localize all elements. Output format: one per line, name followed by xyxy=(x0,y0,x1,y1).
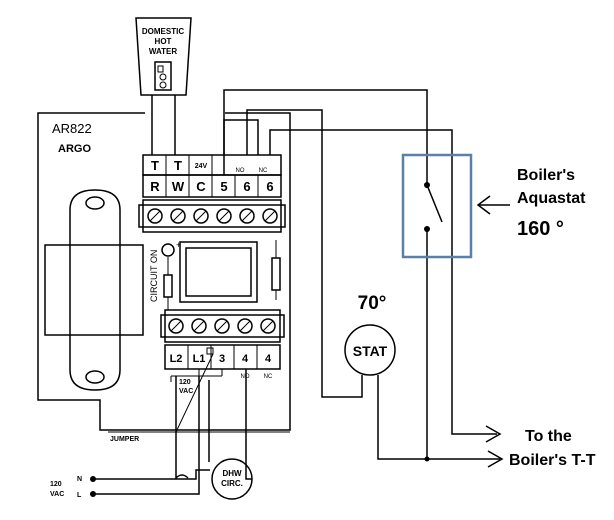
jumper-label: JUMPER xyxy=(110,436,139,443)
top-label-t2: T xyxy=(174,158,182,173)
wire-to-boiler-tt-1 xyxy=(269,129,497,435)
pump-return-wire xyxy=(245,369,252,480)
stat-temperature: 70° xyxy=(358,293,387,314)
aquastat-box xyxy=(401,153,473,259)
aquastat-label-2: Aquastat xyxy=(517,190,586,207)
transformer xyxy=(44,189,144,391)
bottom-screws xyxy=(168,318,276,334)
wire-5-loop xyxy=(223,119,259,175)
terminal-4b: 4 xyxy=(265,353,272,365)
terminal-3: 3 xyxy=(219,353,225,365)
stat-to-boiler-tt xyxy=(377,375,500,460)
l1-wire xyxy=(93,376,200,495)
aquastat-label-1: Boiler's xyxy=(517,167,575,184)
top-screws xyxy=(147,208,278,224)
supply-voltage-1: 120 xyxy=(50,481,62,488)
output-label-2: Boiler's T-T xyxy=(509,452,596,469)
jumper-bracket xyxy=(170,347,223,382)
bottom-label-nc: NC xyxy=(264,374,273,380)
junction-dot xyxy=(424,456,430,462)
top-terminal-block xyxy=(138,154,286,233)
terminal-c: C xyxy=(196,179,206,194)
resistor-right xyxy=(271,240,281,300)
aquastat-pointer-arrow xyxy=(476,195,510,215)
top-label-24v: 24V xyxy=(195,163,208,170)
l2-wire xyxy=(175,376,189,480)
relay xyxy=(179,241,258,303)
supply-n-label: N xyxy=(77,476,82,483)
circuit-on-label: CIRCUIT ON xyxy=(149,250,159,302)
bottom-terminal-block xyxy=(160,309,285,370)
aquastat-temperature: 160 ° xyxy=(517,218,564,240)
supply-voltage-2: VAC xyxy=(50,491,64,498)
terminal-4a: 4 xyxy=(242,353,249,365)
controller-voltage-1: 120 xyxy=(179,379,191,386)
indicator-led xyxy=(161,243,175,257)
dhw-line-3: WATER xyxy=(149,47,178,56)
aquastat-switch xyxy=(424,182,443,232)
controller-model: AR822 xyxy=(52,121,92,136)
controller-enclosure xyxy=(37,112,291,431)
dhw-circ-line-2: CIRC. xyxy=(221,479,243,488)
dhw-line-2: HOT xyxy=(155,37,172,46)
output-label-1: To the xyxy=(525,428,572,445)
terminal-r: R xyxy=(150,179,160,194)
top-label-no: NO xyxy=(236,168,245,174)
terminal-l1: L1 xyxy=(193,353,206,365)
terminal-6a: 6 xyxy=(243,179,250,194)
terminal-l2: L2 xyxy=(170,353,183,365)
top-label-nc: NC xyxy=(259,168,268,174)
room-thermostat: STAT xyxy=(344,324,396,376)
wire-to-aquastat-top xyxy=(223,89,428,188)
dhw-sensor: DOMESTIC HOT WATER xyxy=(135,17,192,96)
bottom-label-no: NO xyxy=(241,374,250,380)
led-plus: + xyxy=(176,240,181,250)
terminal-5: 5 xyxy=(220,179,227,194)
stat-label: STAT xyxy=(353,343,388,359)
arrow-to-boiler-1 xyxy=(485,425,502,443)
top-label-t1: T xyxy=(151,158,159,173)
supply-l-label: L xyxy=(77,492,82,499)
resistor-left xyxy=(163,257,173,310)
controller-voltage-2: VAC xyxy=(179,388,193,395)
terminal-6b: 6 xyxy=(266,179,273,194)
dhw-circ-line-1: DHW xyxy=(222,469,242,478)
arrow-to-boiler-2 xyxy=(487,450,504,468)
controller-brand: ARGO xyxy=(58,143,91,155)
neutral-wire xyxy=(93,469,210,480)
wire-6-to-stat xyxy=(246,109,363,398)
terminal-w: W xyxy=(172,179,185,194)
dhw-line-1: DOMESTIC xyxy=(142,27,184,36)
